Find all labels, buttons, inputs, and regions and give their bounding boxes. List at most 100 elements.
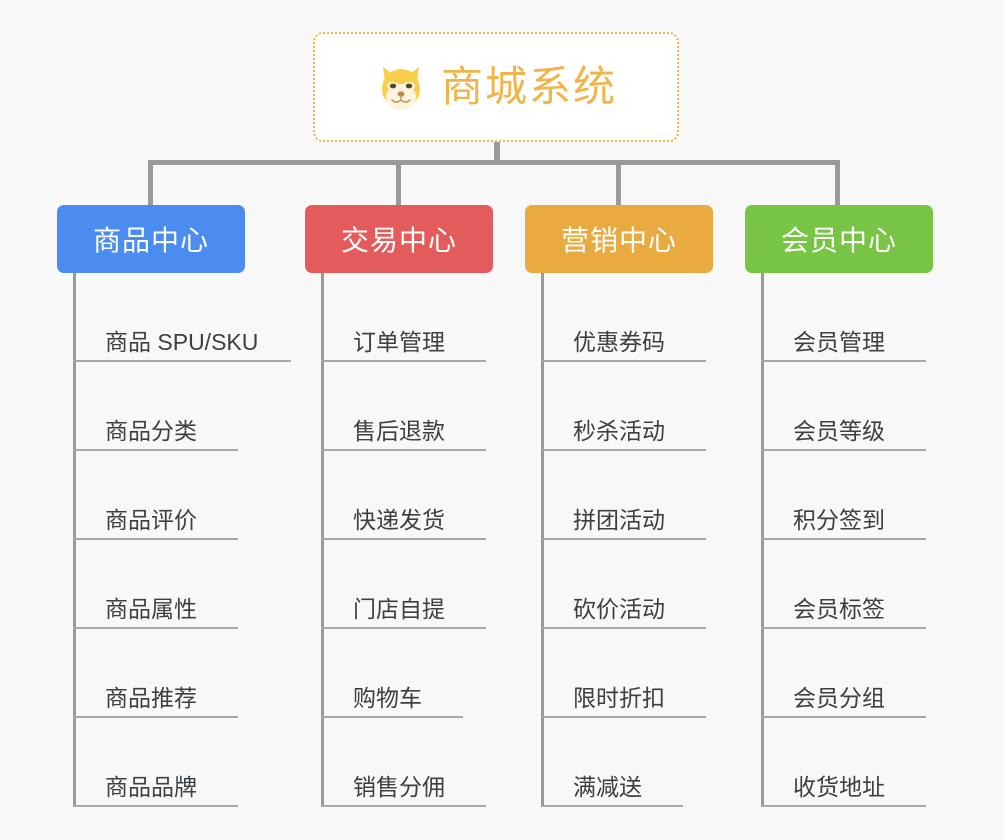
leaf-item-label: 会员标签 — [793, 596, 885, 622]
leaf-underline — [761, 360, 926, 362]
leaf-spine — [541, 273, 544, 807]
leaf-item[interactable]: 限时折扣 — [541, 629, 713, 718]
category-column-0: 商品中心 商品 SPU/SKU 商品分类 商品评价 商品属性 商品推荐 — [57, 205, 291, 807]
category-header-label: 营销中心 — [560, 225, 677, 256]
leaf-item-label: 会员管理 — [793, 329, 885, 355]
category-header-label: 会员中心 — [780, 225, 897, 256]
leaf-item[interactable]: 会员分组 — [761, 629, 933, 718]
leaf-list-2: 优惠券码 秒杀活动 拼团活动 砍价活动 限时折扣 满减送 — [541, 273, 713, 807]
category-header-2[interactable]: 营销中心 — [525, 205, 713, 273]
connector-drop-2 — [396, 160, 401, 207]
leaf-item[interactable]: 商品 SPU/SKU — [73, 273, 291, 362]
leaf-underline — [761, 716, 926, 718]
leaf-underline — [541, 716, 706, 718]
leaf-list-3: 会员管理 会员等级 积分签到 会员标签 会员分组 收货地址 — [761, 273, 933, 807]
leaf-item-label: 销售分佣 — [353, 774, 445, 800]
leaf-item-label: 优惠券码 — [573, 329, 665, 355]
leaf-item-label: 商品品牌 — [105, 774, 197, 800]
leaf-underline — [541, 449, 706, 451]
leaf-underline — [541, 805, 683, 807]
leaf-item-label: 商品 SPU/SKU — [105, 329, 259, 355]
leaf-list-0: 商品 SPU/SKU 商品分类 商品评价 商品属性 商品推荐 商品品牌 — [73, 273, 291, 807]
leaf-underline — [541, 360, 706, 362]
leaf-underline — [541, 538, 706, 540]
leaf-item-label: 订单管理 — [353, 329, 445, 355]
leaf-item-label: 收货地址 — [793, 774, 885, 800]
category-header-label: 商品中心 — [92, 225, 209, 256]
leaf-item[interactable]: 砍价活动 — [541, 540, 713, 629]
leaf-underline — [73, 627, 238, 629]
connector-drop-4 — [835, 160, 840, 207]
connector-drop-1 — [148, 160, 153, 207]
leaf-spine — [73, 273, 76, 807]
leaf-underline — [321, 627, 486, 629]
leaf-item[interactable]: 门店自提 — [321, 540, 493, 629]
category-header-label: 交易中心 — [340, 225, 457, 256]
leaf-underline — [73, 538, 238, 540]
leaf-item[interactable]: 优惠券码 — [541, 273, 713, 362]
leaf-item[interactable]: 会员等级 — [761, 362, 933, 451]
leaf-item[interactable]: 商品品牌 — [73, 718, 245, 807]
root-node-title: 商城系统 — [440, 63, 617, 110]
leaf-item-label: 会员分组 — [793, 685, 885, 711]
leaf-item[interactable]: 会员标签 — [761, 540, 933, 629]
category-column-3: 会员中心 会员管理 会员等级 积分签到 会员标签 会员分组 — [745, 205, 933, 807]
leaf-underline — [761, 538, 926, 540]
leaf-underline — [761, 627, 926, 629]
leaf-underline — [541, 627, 706, 629]
leaf-underline — [321, 449, 486, 451]
category-column-2: 营销中心 优惠券码 秒杀活动 拼团活动 砍价活动 限时折扣 — [525, 205, 713, 807]
leaf-item-label: 满减送 — [573, 774, 642, 800]
leaf-item[interactable]: 订单管理 — [321, 273, 493, 362]
leaf-item[interactable]: 售后退款 — [321, 362, 493, 451]
leaf-item-label: 限时折扣 — [573, 685, 665, 711]
leaf-item[interactable]: 拼团活动 — [541, 451, 713, 540]
leaf-spine — [761, 273, 764, 807]
leaf-item[interactable]: 满减送 — [541, 718, 713, 807]
root-node-shop-system[interactable]: 商城系统 — [313, 32, 679, 142]
leaf-underline — [321, 360, 486, 362]
leaf-item[interactable]: 销售分佣 — [321, 718, 493, 807]
leaf-item[interactable]: 商品评价 — [73, 451, 245, 540]
leaf-item-label: 购物车 — [353, 685, 422, 711]
leaf-underline — [321, 805, 486, 807]
leaf-item-label: 会员等级 — [793, 418, 885, 444]
leaf-item[interactable]: 商品属性 — [73, 540, 245, 629]
leaf-underline — [73, 449, 238, 451]
leaf-underline — [73, 805, 238, 807]
leaf-item[interactable]: 商品推荐 — [73, 629, 245, 718]
leaf-item[interactable]: 积分签到 — [761, 451, 933, 540]
category-header-1[interactable]: 交易中心 — [305, 205, 493, 273]
leaf-underline — [321, 538, 486, 540]
leaf-list-1: 订单管理 售后退款 快递发货 门店自提 购物车 销售分佣 — [321, 273, 493, 807]
leaf-item-label: 商品推荐 — [105, 685, 197, 711]
leaf-item[interactable]: 购物车 — [321, 629, 493, 718]
leaf-item-label: 快递发货 — [353, 507, 445, 533]
leaf-underline — [73, 360, 291, 362]
leaf-item-label: 砍价活动 — [573, 596, 665, 622]
leaf-item-label: 商品评价 — [105, 507, 197, 533]
category-header-0[interactable]: 商品中心 — [57, 205, 245, 273]
category-header-3[interactable]: 会员中心 — [745, 205, 933, 273]
leaf-underline — [761, 449, 926, 451]
leaf-spine — [321, 273, 324, 807]
leaf-item-label: 积分签到 — [793, 507, 885, 533]
leaf-item[interactable]: 会员管理 — [761, 273, 933, 362]
leaf-item-label: 商品分类 — [105, 418, 197, 444]
leaf-underline — [761, 805, 926, 807]
leaf-item-label: 商品属性 — [105, 596, 197, 622]
leaf-item-label: 售后退款 — [353, 418, 445, 444]
shiba-dog-face-icon — [375, 62, 427, 112]
connector-drop-3 — [616, 160, 621, 207]
leaf-item[interactable]: 商品分类 — [73, 362, 245, 451]
leaf-underline — [73, 716, 238, 718]
leaf-item[interactable]: 快递发货 — [321, 451, 493, 540]
leaf-underline — [321, 716, 463, 718]
leaf-item-label: 拼团活动 — [573, 507, 665, 533]
leaf-item[interactable]: 收货地址 — [761, 718, 933, 807]
connector-horizontal-bus — [148, 160, 840, 165]
leaf-item[interactable]: 秒杀活动 — [541, 362, 713, 451]
category-column-1: 交易中心 订单管理 售后退款 快递发货 门店自提 购物车 — [305, 205, 493, 807]
leaf-item-label: 门店自提 — [353, 596, 445, 622]
